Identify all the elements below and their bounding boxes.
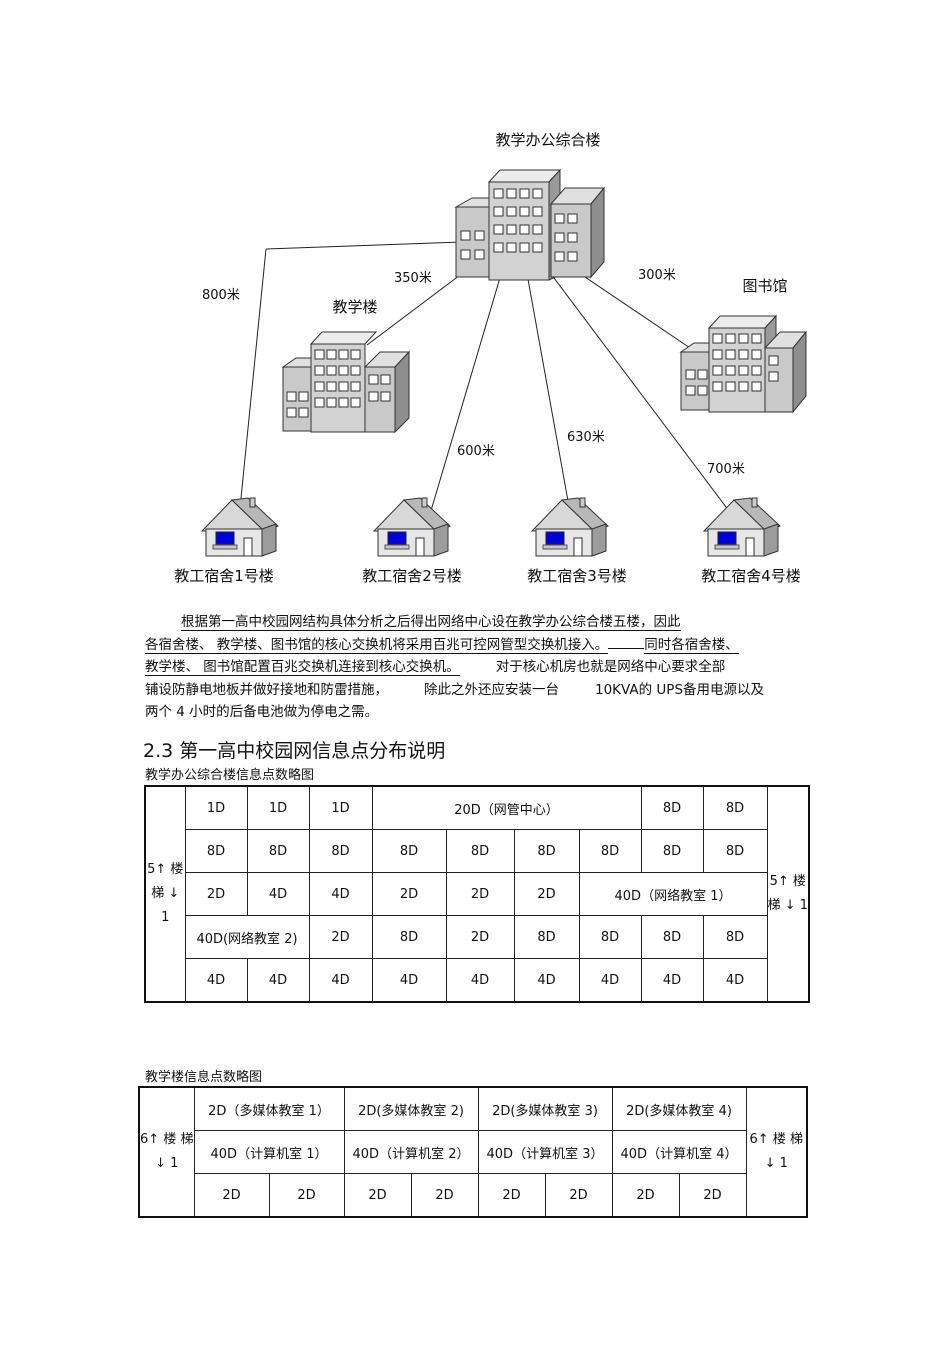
- table-cell: 2D: [410, 1173, 479, 1218]
- table-cell: 4D: [308, 872, 373, 916]
- table-cell: 2D: [544, 1173, 613, 1218]
- label-teaching-building: 教学楼: [332, 298, 377, 316]
- distance-dorm1: 800米: [202, 288, 240, 303]
- table-cell-computer-lab-2: 40D（计算机室 2）: [343, 1130, 479, 1174]
- table-cell: 8D: [513, 915, 580, 959]
- distance-library: 300米: [638, 268, 676, 283]
- table-cell: 8D: [371, 829, 447, 873]
- table-cell: 4D: [371, 958, 447, 1003]
- para-line-4a: 铺设防静电地板并做好接地和防雷措施，: [145, 681, 388, 698]
- stairs-right: 5↑ 楼梯 ↓ 1: [766, 785, 810, 1003]
- table-cell: 8D: [371, 915, 447, 959]
- table-cell: 2D: [678, 1173, 747, 1218]
- distance-teaching: 350米: [394, 271, 432, 286]
- table-cell: 1D: [246, 785, 310, 830]
- table-cell: 8D: [578, 915, 642, 959]
- stairs-left: 6↑ 楼 梯↓ 1: [138, 1086, 195, 1218]
- table-cell: 8D: [445, 829, 515, 873]
- table-cell: 8D: [702, 915, 768, 959]
- table-cell-multimedia-room-2: 2D(多媒体教室 2): [343, 1086, 479, 1131]
- table-cell: 4D: [246, 872, 310, 916]
- table-cell: 2D: [308, 915, 373, 959]
- dorm2-house-icon: [373, 497, 451, 557]
- admin-building-info-table: 5↑ 楼梯 ↓ 1 1D 1D 1D 20D（网管中心） 8D 8D 5↑ 楼梯…: [144, 785, 810, 1003]
- label-dorm4: 教工宿舍4号楼: [701, 567, 801, 585]
- label-dorm3: 教工宿舍3号楼: [527, 567, 627, 585]
- table-cell-network-center: 20D（网管中心）: [371, 785, 642, 830]
- table-cell: 4D: [184, 958, 248, 1003]
- table-cell: 2D: [477, 1173, 546, 1218]
- dorm4-house-icon: [703, 497, 781, 557]
- table-cell: 4D: [308, 958, 373, 1003]
- table-cell: 2D: [371, 872, 447, 916]
- table-cell-multimedia-room-4: 2D(多媒体教室 4): [611, 1086, 747, 1131]
- distance-dorm3: 630米: [567, 430, 605, 445]
- table-cell: 8D: [184, 829, 248, 873]
- table-cell: 1D: [184, 785, 248, 830]
- table-cell: 4D: [513, 958, 580, 1003]
- table-cell: 8D: [640, 829, 704, 873]
- table-cell: 8D: [578, 829, 642, 873]
- distance-dorm2: 600米: [457, 444, 495, 459]
- admin-building-icon: [454, 168, 606, 281]
- distance-dorm4: 700米: [707, 462, 745, 477]
- stairs-left: 5↑ 楼梯 ↓ 1: [144, 785, 186, 1003]
- table-cell-multimedia-room-1: 2D（多媒体教室 1）: [193, 1086, 345, 1131]
- table-cell: 2D: [193, 1173, 270, 1218]
- table-cell-computer-lab-4: 40D（计算机室 4）: [611, 1130, 747, 1174]
- table-cell: 8D: [246, 829, 310, 873]
- description-paragraph: 根据第一高中校园网结构具体分析之后得出网络中心设在教学办公综合楼五楼，因此 各宿…: [145, 611, 810, 724]
- table-cell: 2D: [268, 1173, 345, 1218]
- label-admin-building: 教学办公综合楼: [495, 131, 600, 149]
- table-cell: 2D: [184, 872, 248, 916]
- table-cell: 2D: [611, 1173, 680, 1218]
- para-line-4c: 10KVA的 UPS备用电源以及: [595, 681, 765, 698]
- table-cell: 1D: [308, 785, 373, 830]
- para-line-1: 根据第一高中校园网结构具体分析之后得出网络中心设在教学办公综合楼五楼，因此: [181, 614, 681, 631]
- table-cell-computer-lab-1: 40D（计算机室 1）: [193, 1130, 345, 1174]
- table-cell: 8D: [702, 785, 768, 830]
- para-line-2a: 各宿舍楼、 教学楼、图书馆的核心交换机将采用百兆可控网管型交换机接入。: [145, 636, 609, 654]
- dorm3-house-icon: [531, 497, 609, 557]
- table-cell: 8D: [702, 829, 768, 873]
- para-line-3b: 对于核心机房也就是网络中心要求全部: [495, 659, 726, 675]
- table-cell: 4D: [640, 958, 704, 1003]
- table-cell: 2D: [513, 872, 580, 916]
- table-cell: 2D: [445, 915, 515, 959]
- stairs-right: 6↑ 楼 梯↓ 1: [745, 1086, 808, 1218]
- table-cell: 4D: [578, 958, 642, 1003]
- para-line-3a: 教学楼、 图书馆配置百兆交换机连接到核心交换机。: [145, 659, 460, 676]
- table-cell: 8D: [640, 915, 704, 959]
- table-cell: 4D: [246, 958, 310, 1003]
- table-cell-computer-lab-3: 40D（计算机室 3）: [477, 1130, 613, 1174]
- table-cell: 2D: [343, 1173, 412, 1218]
- label-dorm1: 教工宿舍1号楼: [174, 567, 274, 585]
- table1-caption: 教学办公综合楼信息点数略图: [145, 768, 315, 783]
- table-cell: 8D: [513, 829, 580, 873]
- table-cell-network-lab-1: 40D（网络教室 1）: [578, 872, 768, 916]
- label-library: 图书馆: [742, 277, 787, 295]
- teaching-building-info-table: 6↑ 楼 梯↓ 1 2D（多媒体教室 1） 2D(多媒体教室 2) 2D(多媒体…: [138, 1086, 808, 1218]
- table-cell: 4D: [445, 958, 515, 1003]
- table2-caption: 教学楼信息点数略图: [145, 1070, 263, 1085]
- table-cell: 8D: [308, 829, 373, 873]
- network-topology-diagram: 教学办公综合楼 教学楼 图书馆 教工宿舍1号楼 教工宿舍2号楼 教工宿舍3号楼 …: [174, 131, 808, 585]
- dorm1-house-icon: [201, 497, 279, 557]
- table-cell: 2D: [445, 872, 515, 916]
- label-dorm2: 教工宿舍2号楼: [362, 567, 462, 585]
- table-cell-network-lab-2: 40D(网络教室 2): [184, 915, 310, 959]
- table-cell-multimedia-room-3: 2D(多媒体教室 3): [477, 1086, 613, 1131]
- library-building-icon: [679, 314, 808, 414]
- teaching-building-icon: [281, 331, 411, 434]
- table-cell: 4D: [702, 958, 768, 1003]
- para-line-2b: 同时各宿舍楼、: [644, 636, 739, 654]
- table-cell: 8D: [640, 785, 704, 830]
- section-title: 2.3 第一高中校园网信息点分布说明: [143, 740, 446, 762]
- para-line-4b: 除此之外还应安装一台: [424, 681, 559, 698]
- para-line-5: 两个 4 小时的后备电池做为停电之需。: [145, 704, 379, 720]
